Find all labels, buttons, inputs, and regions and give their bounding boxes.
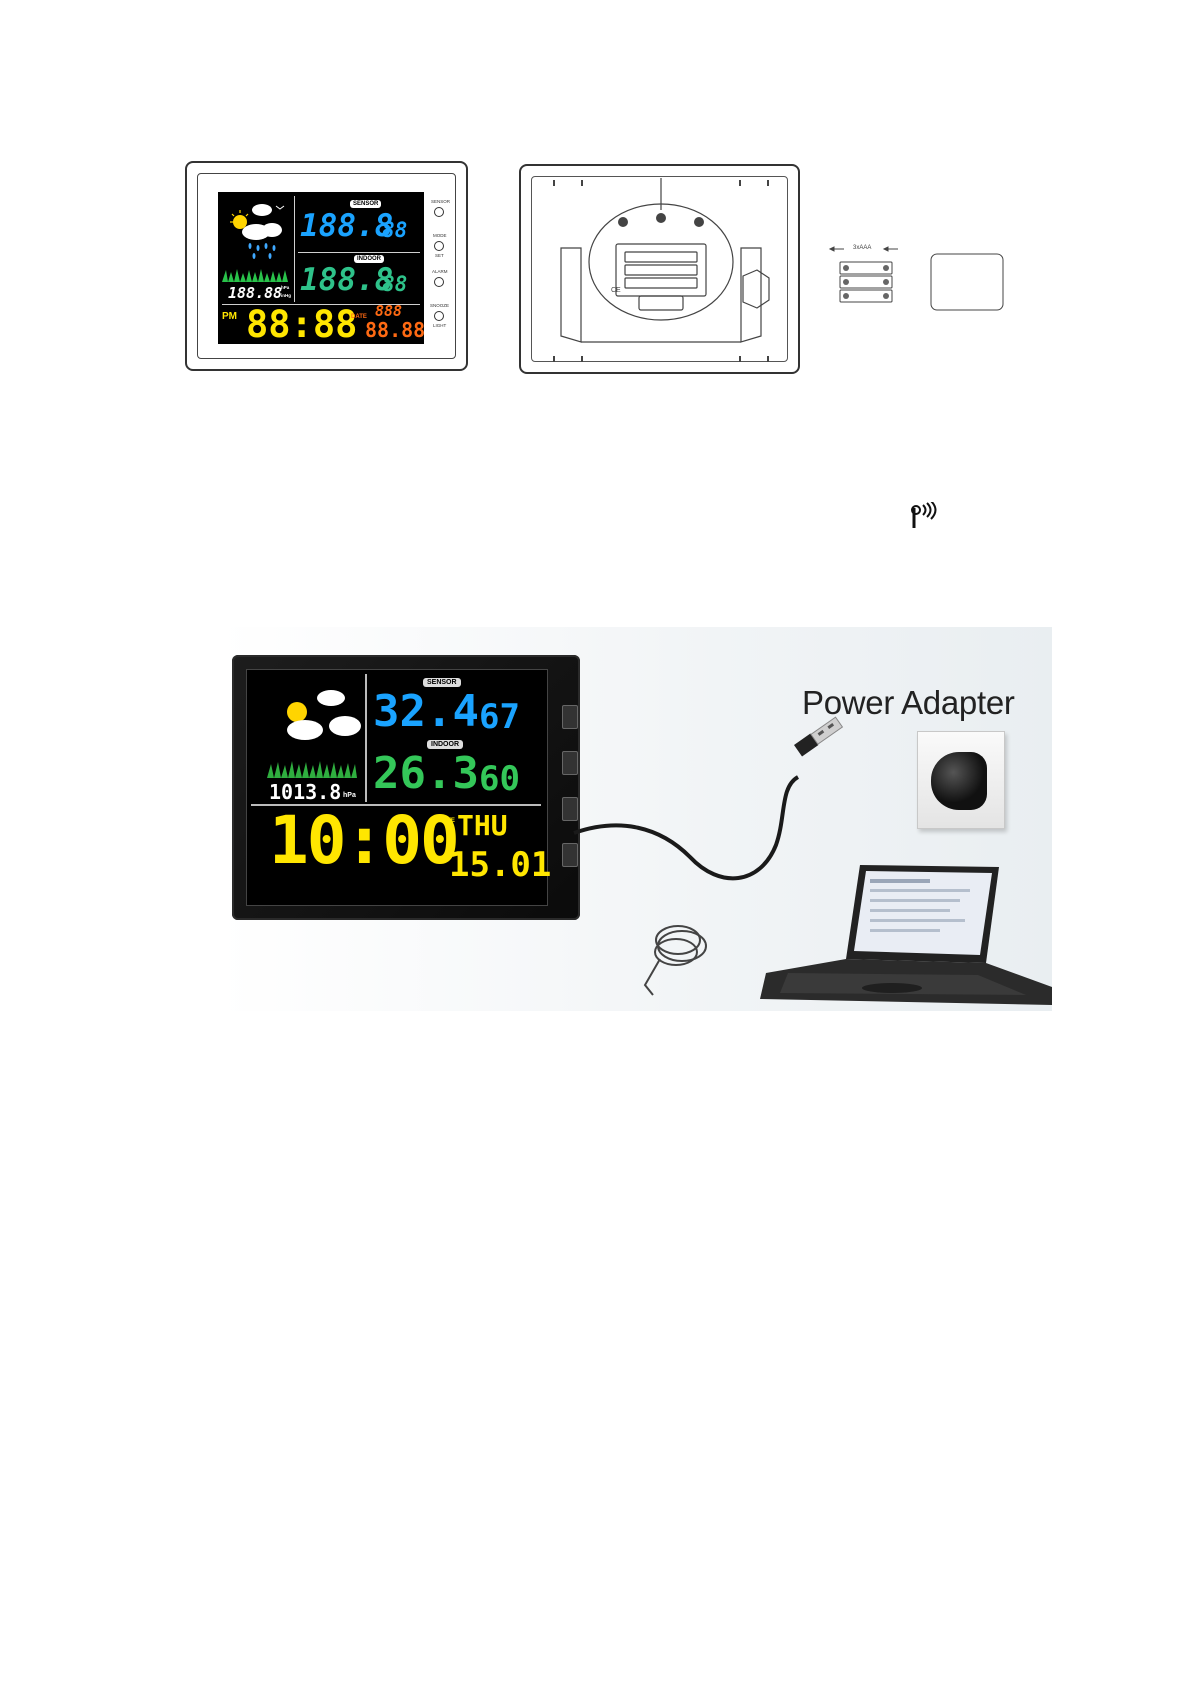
photo-illustrations xyxy=(220,627,1052,1011)
side-button-label-mode: MODE xyxy=(433,233,447,238)
sensor-temperature: 188.8 xyxy=(300,211,393,242)
indoor-temperature: 188.8 xyxy=(300,265,393,296)
pressure-unit-hpa: hPa xyxy=(281,286,289,291)
back-view-drawing: CE xyxy=(519,164,800,374)
sensor-humidity: 88 xyxy=(382,220,407,241)
date-digits: 88.88 xyxy=(365,320,425,340)
front-lcd-screen: 188.88 hPa inHg SENSOR 188.8 88 INDOOR 1… xyxy=(218,192,424,344)
indoor-humidity: 88 xyxy=(382,274,407,295)
pm-indicator: PM xyxy=(222,312,237,322)
side-button-label-alarm: ALARM xyxy=(432,269,448,274)
mode-button[interactable] xyxy=(434,241,444,251)
side-button-sub-light: LIGHT xyxy=(433,323,446,328)
weekday-digits: 888 xyxy=(375,304,402,319)
pressure-digits: 188.88 xyxy=(228,286,282,301)
front-view-drawing: 188.88 hPa inHg SENSOR 188.8 88 INDOOR 1… xyxy=(185,161,468,371)
grass-icon xyxy=(222,268,288,282)
back-panel-outline: CE xyxy=(521,166,802,376)
wireless-signal-icon xyxy=(906,502,942,530)
alarm-button[interactable] xyxy=(434,277,444,287)
snooze-button[interactable] xyxy=(434,311,444,321)
usb-cable xyxy=(574,777,798,878)
battery-install-diagram xyxy=(826,244,1026,312)
side-button-label-snooze: SNOOZE xyxy=(430,303,449,308)
pressure-unit-inhg: inHg xyxy=(281,294,291,299)
laptop-icon xyxy=(760,865,1052,1005)
side-button-label-sensor: SENSOR xyxy=(431,199,450,204)
coiled-usb-cable-icon xyxy=(645,926,706,995)
weather-forecast-icon xyxy=(224,200,290,262)
sensor-tag: SENSOR xyxy=(350,200,381,208)
sensor-button[interactable] xyxy=(434,207,444,217)
side-button-sub-set: SET xyxy=(435,253,444,258)
connection-photo: 1013.8 hPa SENSOR 32.4 67 INDOOR 26.3 60… xyxy=(220,627,1052,1011)
clock-digits: 88:88 xyxy=(246,306,357,343)
svg-text:CE: CE xyxy=(611,287,621,294)
usb-plug-icon xyxy=(794,716,843,756)
battery-label: 3xAAA xyxy=(853,245,871,251)
